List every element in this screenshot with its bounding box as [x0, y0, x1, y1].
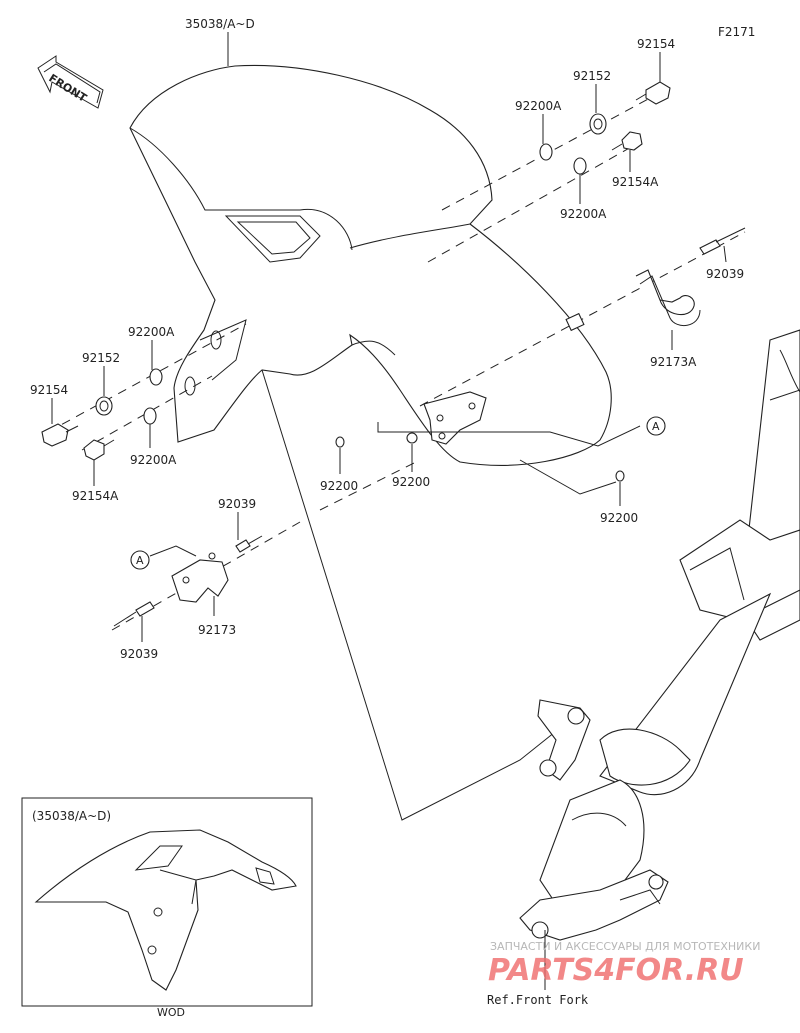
bolt-a-icon: [611, 131, 643, 151]
fender-part-number: 35038/A~D: [185, 17, 255, 31]
nut-icon: [615, 470, 625, 482]
part-92200-1: 92200: [320, 479, 358, 493]
part-92200a-top-2: 92200A: [560, 207, 607, 221]
part-92154a-left: 92154A: [72, 489, 119, 503]
part-92152-top: 92152: [573, 69, 611, 83]
bracket: [423, 391, 487, 445]
watermark-tagline: ЗАПЧАСТИ И АКСЕССУАРЫ ДЛЯ МОТОТЕХНИКИ: [490, 940, 760, 953]
ref-marker-a-right-label: A: [652, 420, 660, 433]
ref-marker-a-right: [646, 416, 666, 436]
ref-front-fork-label: Ref.Front Fork: [487, 993, 589, 1007]
bolt-icon: [635, 81, 671, 105]
part-92200a-top: 92200A: [515, 99, 562, 113]
o-ring-icon: [573, 157, 587, 175]
part-92039-left-top: 92039: [218, 497, 256, 511]
ref-marker-a-left-label: A: [136, 554, 144, 567]
o-ring-icon: [149, 368, 163, 386]
o-ring-icon: [539, 143, 553, 161]
o-ring-icon: [143, 407, 157, 425]
part-92039-right: 92039: [706, 267, 744, 281]
part-92154-left: 92154: [30, 383, 68, 397]
bolt-icon: [41, 423, 79, 447]
front-label: FRONT: [46, 72, 89, 106]
inset-box: [21, 797, 313, 1007]
ref-marker-a-left: [130, 550, 150, 570]
front-fork: [519, 329, 800, 941]
nut-icon: [335, 436, 345, 448]
part-92152-left: 92152: [82, 351, 120, 365]
front-fender: [129, 64, 612, 466]
part-92173: 92173: [198, 623, 236, 637]
inset-fender: [34, 829, 297, 991]
part-92173a: 92173A: [650, 355, 697, 369]
part-92039-left-bottom: 92039: [120, 647, 158, 661]
watermark-logo: PARTS4FOR.RU: [488, 953, 744, 988]
washer-icon: [95, 396, 113, 416]
washer-icon: [589, 113, 607, 135]
part-92200-2: 92200: [392, 475, 430, 489]
pin-icon: [113, 601, 155, 627]
part-92200a-left-2: 92200A: [130, 453, 177, 467]
part-92200-3: 92200: [600, 511, 638, 525]
figure-code: F2171: [718, 25, 755, 39]
front-direction-arrow-icon: [37, 55, 104, 109]
inset-title: (35038/A~D): [32, 809, 111, 823]
clamp-icon: [565, 269, 701, 332]
part-92154-top: 92154: [637, 37, 675, 51]
pin-icon: [699, 227, 746, 255]
pin-icon: [235, 535, 263, 553]
inset-caption: WOD: [157, 1006, 185, 1019]
clamp-icon: [171, 552, 229, 603]
nut-icon: [406, 432, 418, 444]
part-92154a-top: 92154A: [612, 175, 659, 189]
bolt-a-icon: [83, 439, 115, 461]
part-92200a-left: 92200A: [128, 325, 175, 339]
